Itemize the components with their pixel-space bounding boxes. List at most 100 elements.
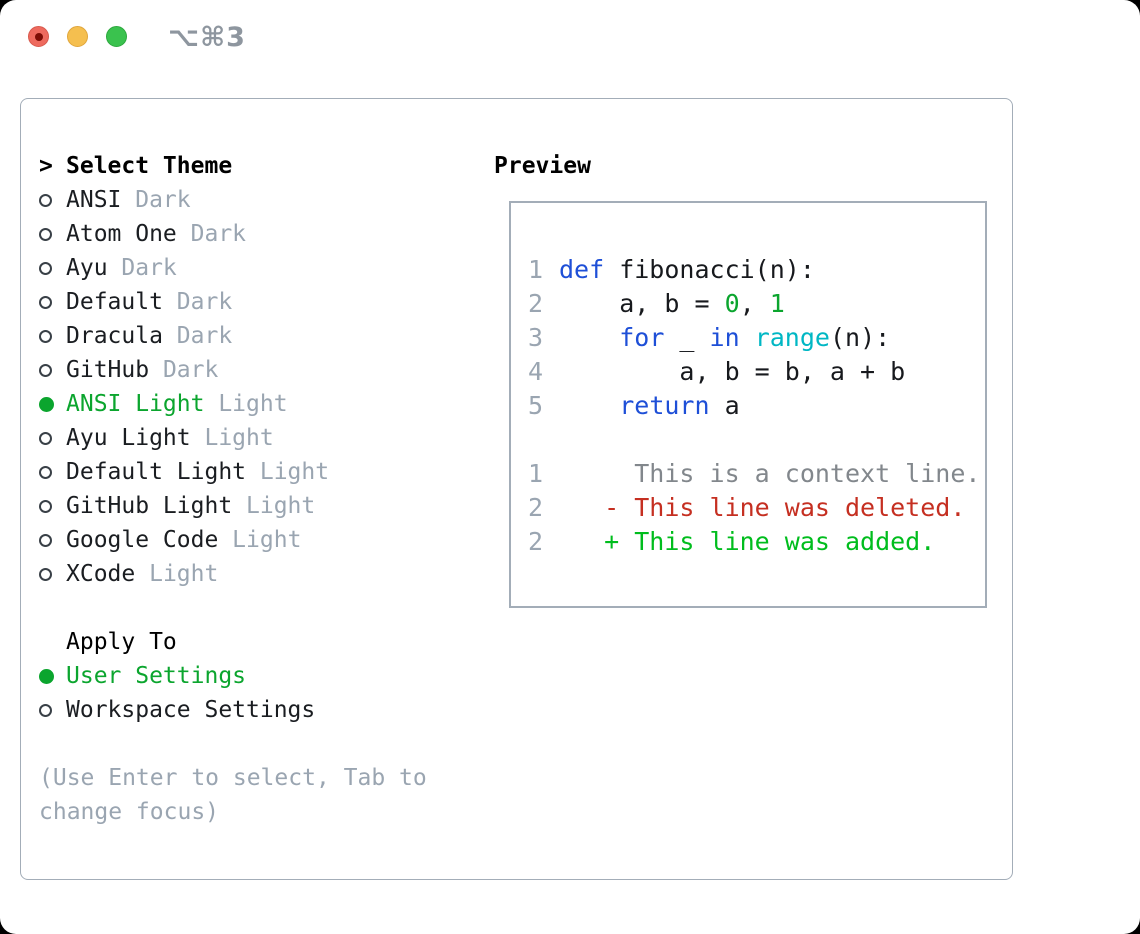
theme-name: Ayu Light <box>66 425 191 451</box>
code-line: 5 return a <box>528 389 985 423</box>
traffic-lights <box>28 26 127 47</box>
theme-row[interactable]: XCode Light <box>39 557 489 591</box>
theme-tag: Light <box>190 425 274 451</box>
code-token: _ <box>664 323 710 352</box>
spacer-row <box>528 423 985 457</box>
code-token: for <box>619 323 665 352</box>
theme-tag: Light <box>135 561 219 587</box>
theme-row[interactable]: ANSI Dark <box>39 183 489 217</box>
radio-gutter <box>39 396 66 412</box>
theme-row[interactable]: Default Light Light <box>39 455 489 489</box>
line-number: 1 <box>528 255 544 284</box>
diff-line-context: 1 This is a context line. <box>528 457 985 491</box>
apply-to-header: Apply To <box>39 625 489 659</box>
diff-text: This is a context line. <box>559 459 981 488</box>
radio-gutter <box>39 499 66 513</box>
code-token: 1 <box>769 289 785 318</box>
code-token: fibonacci(n): <box>604 255 815 284</box>
theme-row[interactable]: Google Code Light <box>39 523 489 557</box>
code-token <box>559 389 619 423</box>
code-token: in <box>709 323 740 352</box>
theme-row[interactable]: Ayu Light Light <box>39 421 489 455</box>
theme-tag: Light <box>246 459 330 485</box>
apply-option-label: User Settings <box>66 663 247 689</box>
theme-row[interactable]: Dracula Dark <box>39 319 489 353</box>
apply-option[interactable]: Workspace Settings <box>39 693 489 727</box>
theme-name: Dracula <box>66 323 163 349</box>
radio-icon <box>39 533 52 547</box>
spacer-row <box>39 727 489 761</box>
apply-to-title: Apply To <box>66 629 177 655</box>
radio-icon <box>39 431 52 445</box>
titlebar: ⌥⌘3 <box>0 0 1140 74</box>
theme-row[interactable]: ANSI Light Light <box>39 387 489 421</box>
apply-option-label: Workspace Settings <box>66 697 316 723</box>
radio-gutter <box>39 567 66 581</box>
radio-gutter <box>39 703 66 717</box>
theme-row[interactable]: Default Dark <box>39 285 489 319</box>
close-button[interactable] <box>28 26 49 47</box>
theme-name: Default <box>66 289 163 315</box>
code-token: a, b = <box>559 289 725 318</box>
code-line: 1 def fibonacci(n): <box>528 253 985 287</box>
spacer-row <box>39 591 489 625</box>
line-number: 5 <box>528 391 544 420</box>
theme-name: GitHub <box>66 357 150 383</box>
radio-gutter <box>39 261 66 275</box>
help-line: (Use Enter to select, Tab to <box>39 765 427 791</box>
select-theme-header: > Select Theme <box>39 149 489 183</box>
radio-gutter <box>39 227 66 241</box>
radio-icon <box>39 668 54 684</box>
theme-tag: Light <box>218 527 302 553</box>
radio-gutter <box>39 533 66 547</box>
theme-tag: Dark <box>176 221 247 247</box>
window-shortcut-label: ⌥⌘3 <box>168 22 246 53</box>
radio-gutter <box>39 465 66 479</box>
apply-option[interactable]: User Settings <box>39 659 489 693</box>
theme-name: Atom One <box>66 221 177 247</box>
radio-icon <box>39 329 52 343</box>
zoom-button[interactable] <box>106 26 127 47</box>
theme-row[interactable]: Ayu Dark <box>39 251 489 285</box>
minimize-button[interactable] <box>67 26 88 47</box>
radio-icon <box>39 703 52 717</box>
code-line: 2 a, b = 0, 1 <box>528 287 985 321</box>
help-line: change focus) <box>39 799 220 825</box>
radio-gutter <box>39 668 66 684</box>
diff-line-added: 2 + This line was added. <box>528 525 985 559</box>
line-number: 1 <box>528 459 544 488</box>
theme-tag: Light <box>232 493 316 519</box>
radio-icon <box>39 465 52 479</box>
code-token: def <box>559 255 605 284</box>
diff-text: + This line was added. <box>559 527 936 556</box>
theme-tag: Dark <box>149 357 219 383</box>
theme-row[interactable]: Atom One Dark <box>39 217 489 251</box>
code-token: a, b = b, a + b <box>559 357 906 386</box>
diff-text: - This line was deleted. <box>559 493 966 522</box>
line-number: 3 <box>528 323 544 352</box>
code-token: (n): <box>829 323 891 352</box>
radio-icon <box>39 499 52 513</box>
cursor-caret: > <box>39 153 53 179</box>
theme-tag: Light <box>204 391 288 417</box>
theme-name: XCode <box>66 561 136 587</box>
radio-icon <box>39 193 52 207</box>
line-number: 2 <box>528 493 544 522</box>
theme-tag: Dark <box>162 323 233 349</box>
theme-name: Default Light <box>66 459 247 485</box>
theme-row[interactable]: GitHub Dark <box>39 353 489 387</box>
code-token <box>740 321 755 355</box>
theme-name: ANSI Light <box>66 391 205 417</box>
theme-name: ANSI <box>66 187 122 213</box>
theme-row[interactable]: GitHub Light Light <box>39 489 489 523</box>
diff-line-deleted: 2 - This line was deleted. <box>528 491 985 525</box>
theme-tag: Dark <box>121 187 191 213</box>
radio-icon <box>39 295 52 309</box>
line-number: 2 <box>528 289 544 318</box>
